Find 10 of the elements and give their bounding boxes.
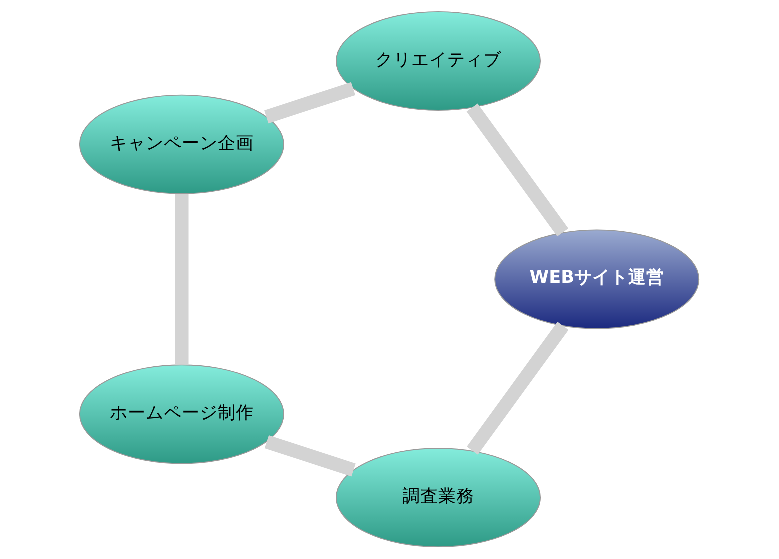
connector xyxy=(264,436,356,477)
node-ellipse: キャンペーン企画 xyxy=(79,94,284,194)
node-ellipse: 調査業務 xyxy=(336,448,541,548)
connector xyxy=(466,104,569,237)
node-ellipse: クリエイティブ xyxy=(336,11,541,112)
connector xyxy=(264,82,356,124)
node-ellipse: ホームページ制作 xyxy=(79,364,284,464)
node-ellipse: WEBサイト運営 xyxy=(494,230,700,330)
connector xyxy=(175,194,189,365)
connector xyxy=(467,322,569,455)
